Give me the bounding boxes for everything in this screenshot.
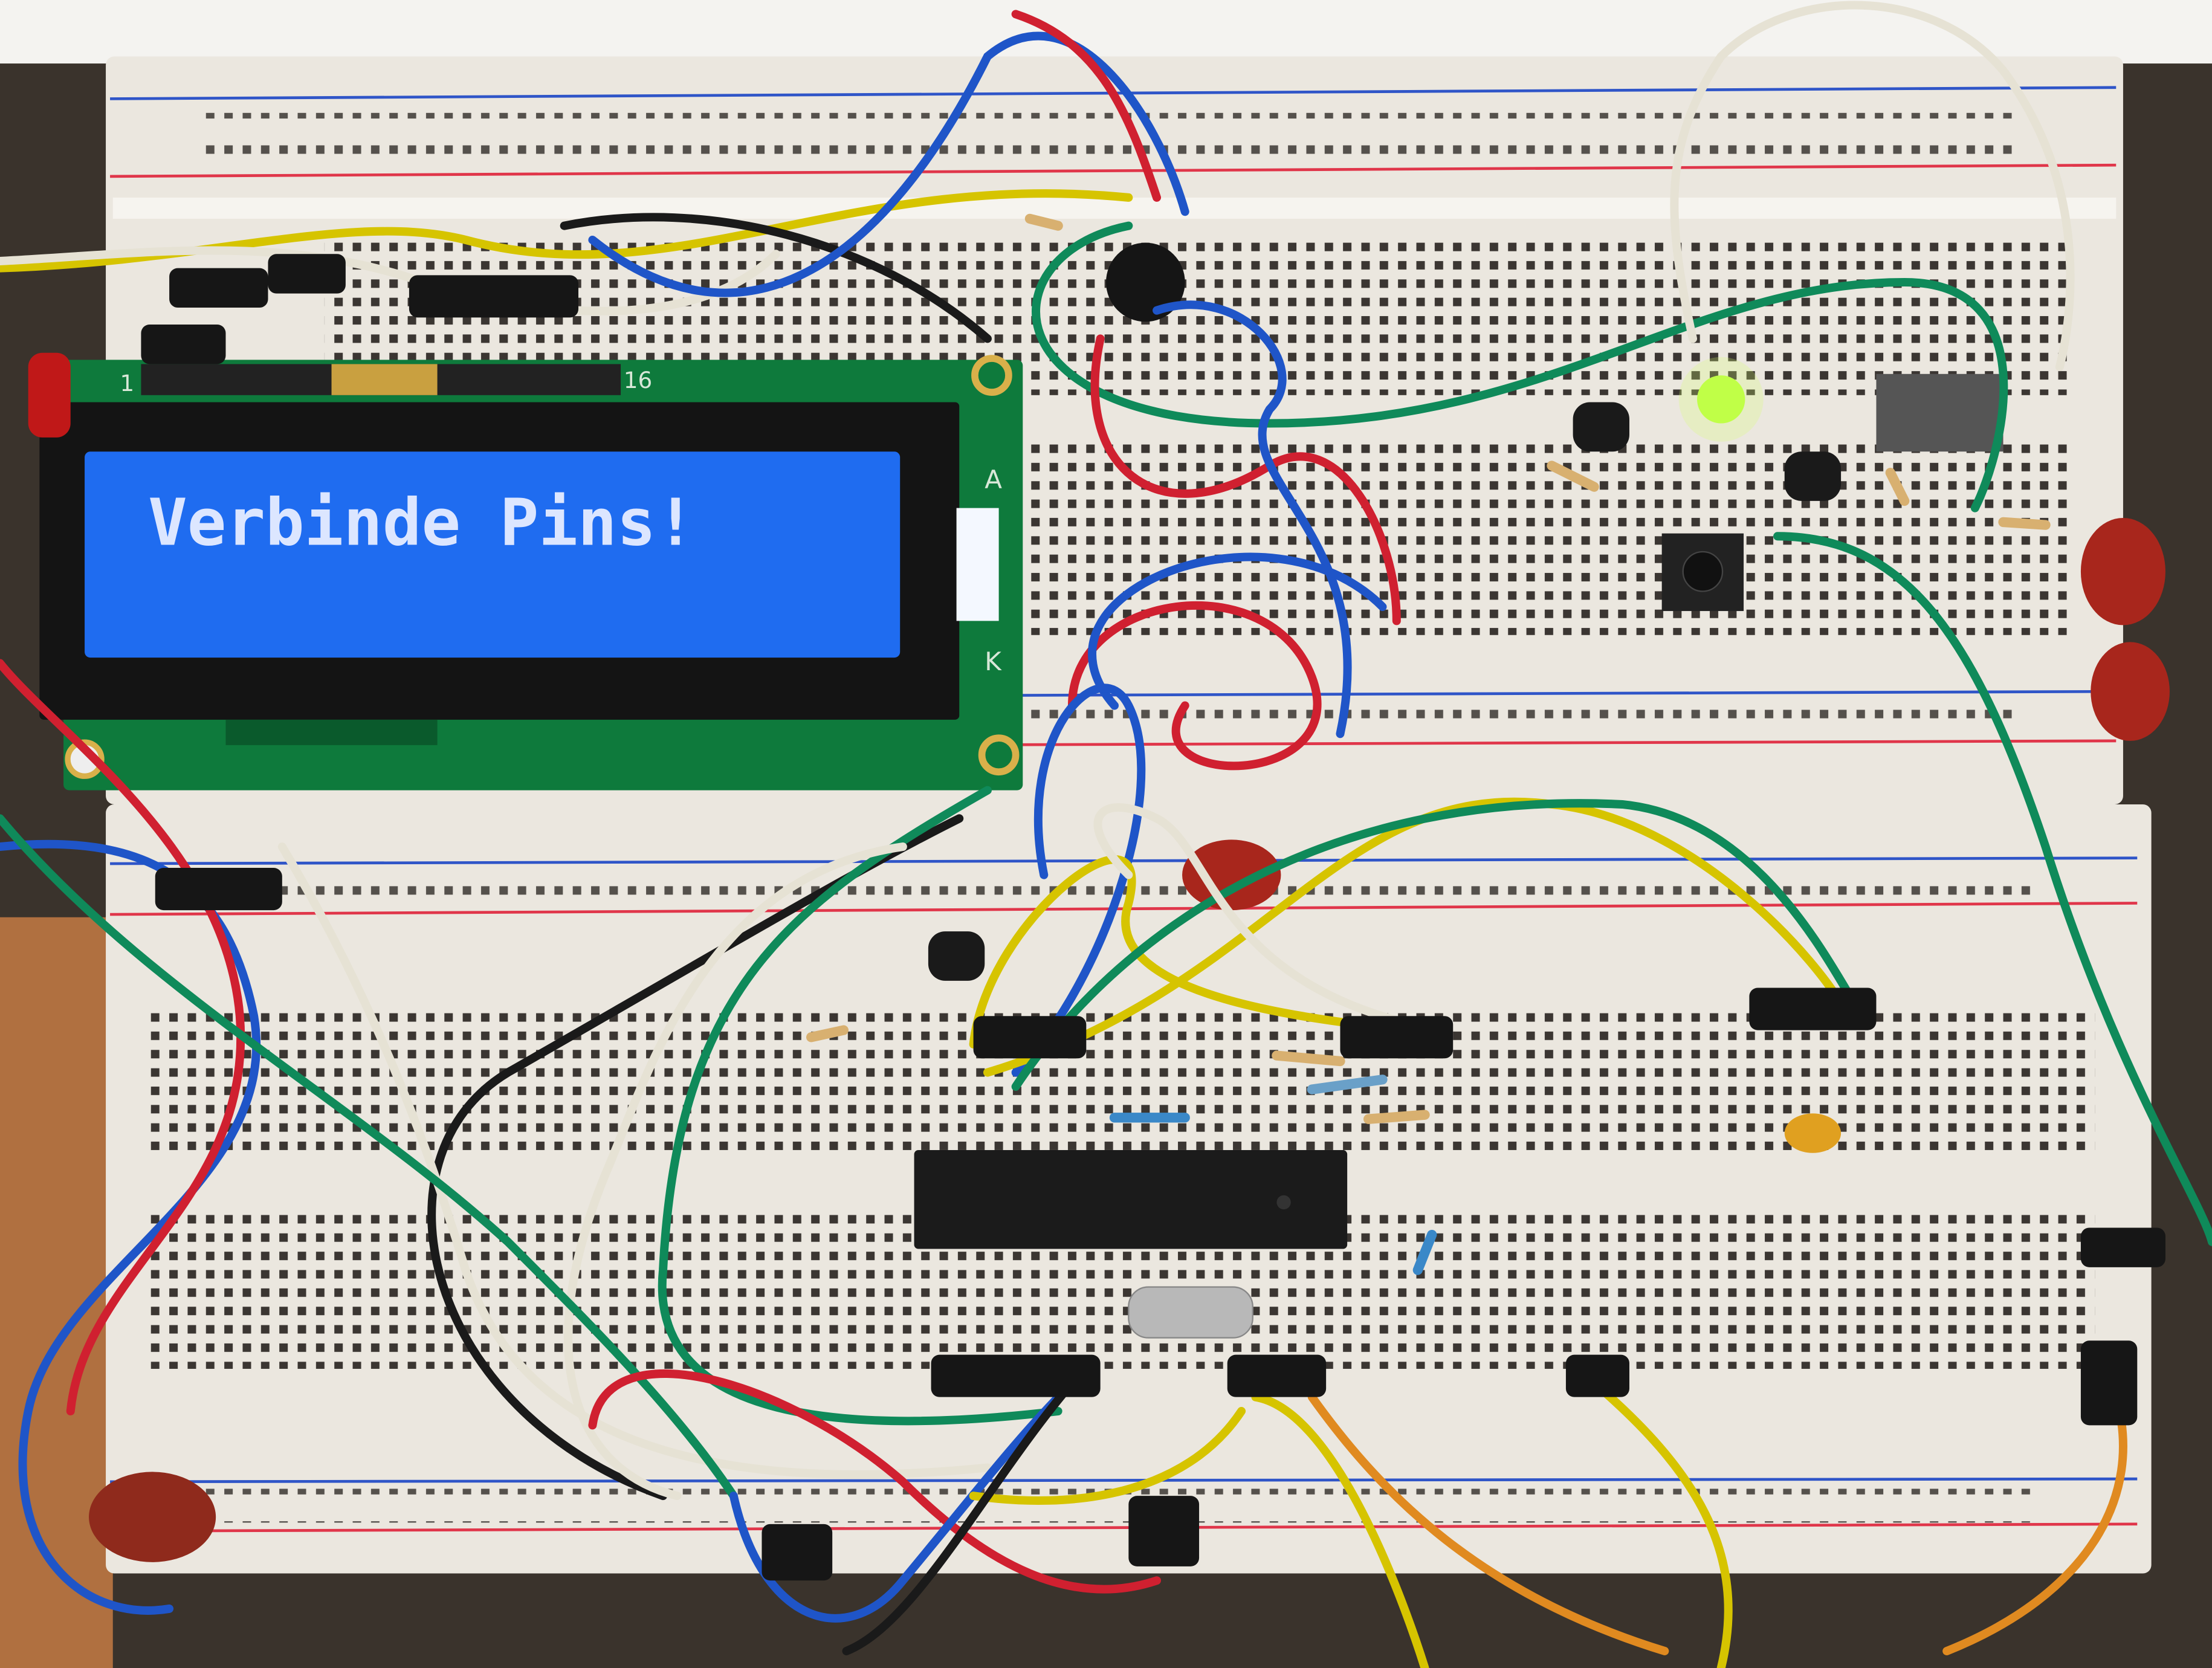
lcd-pin-1-label: 1 <box>120 370 134 396</box>
wire-connectors <box>28 254 2165 1581</box>
lcd-anode-label: A <box>985 465 1002 494</box>
capacitor <box>89 1472 216 1562</box>
lcd-module: 1 16 Verbinde Pins! A K <box>39 355 1023 790</box>
transistor <box>928 931 985 981</box>
capacitor-ceramic <box>1784 1113 1842 1153</box>
lcd-pin-16-label: 16 <box>624 367 653 393</box>
crystal-oscillator <box>1128 1286 1253 1339</box>
lcd-line-1: Verbinde Pins! <box>148 485 695 560</box>
capacitor <box>2080 517 2165 626</box>
potentiometer <box>1106 242 1185 322</box>
led-green <box>1697 375 1745 424</box>
capacitor <box>2091 642 2170 741</box>
transistor <box>1784 451 1842 501</box>
capacitor <box>1182 839 1281 911</box>
lcd-cathode-label: K <box>985 647 1002 676</box>
transistor <box>1573 402 1629 452</box>
microcontroller-chip <box>914 1150 1348 1249</box>
voltage-regulator <box>1876 373 2003 452</box>
lcd-screen <box>85 451 901 658</box>
resistors <box>806 213 2051 1275</box>
